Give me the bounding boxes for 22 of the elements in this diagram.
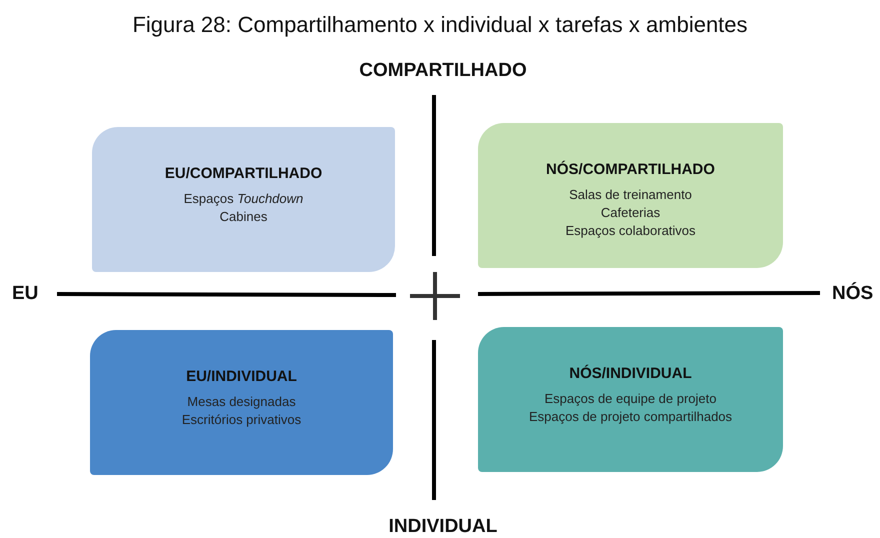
quadrant-item: Espaços Touchdown	[184, 190, 304, 208]
quadrant-item: Escritórios privativos	[182, 411, 302, 429]
quadrant-heading: EU/COMPARTILHADO	[164, 165, 322, 182]
quadrant-heading: NÓS/COMPARTILHADO	[546, 161, 715, 178]
quadrant-item: Mesas designadas	[187, 393, 296, 411]
quadrant-card	[478, 327, 783, 472]
quadrant-item: Espaços de equipe de projeto	[544, 390, 716, 408]
quadrant-heading: EU/INDIVIDUAL	[186, 368, 297, 385]
axis-label: NÓS	[832, 283, 874, 305]
quadrant-item: Cabines	[220, 208, 268, 226]
quadrant-item: Cafeterias	[600, 204, 660, 222]
axis-label: COMPARTILHADO	[359, 60, 527, 82]
quadrant-card	[90, 330, 393, 475]
axis-label: EU	[12, 283, 38, 305]
figure-title: Figura 28: Compartilhamento x individual x tarefas x ambientes	[131, 12, 749, 38]
quadrant-item: Espaços colaborativos	[565, 222, 696, 240]
quadrant-item: Espaços de projeto compartilhados	[528, 408, 732, 426]
quadrant-heading: NÓS/INDIVIDUAL	[569, 365, 692, 382]
axis-label: INDIVIDUAL	[388, 516, 498, 538]
quadrant-item: Salas de treinamento	[569, 186, 692, 204]
quadrant-card	[92, 127, 395, 272]
quadrant-card	[478, 123, 783, 268]
